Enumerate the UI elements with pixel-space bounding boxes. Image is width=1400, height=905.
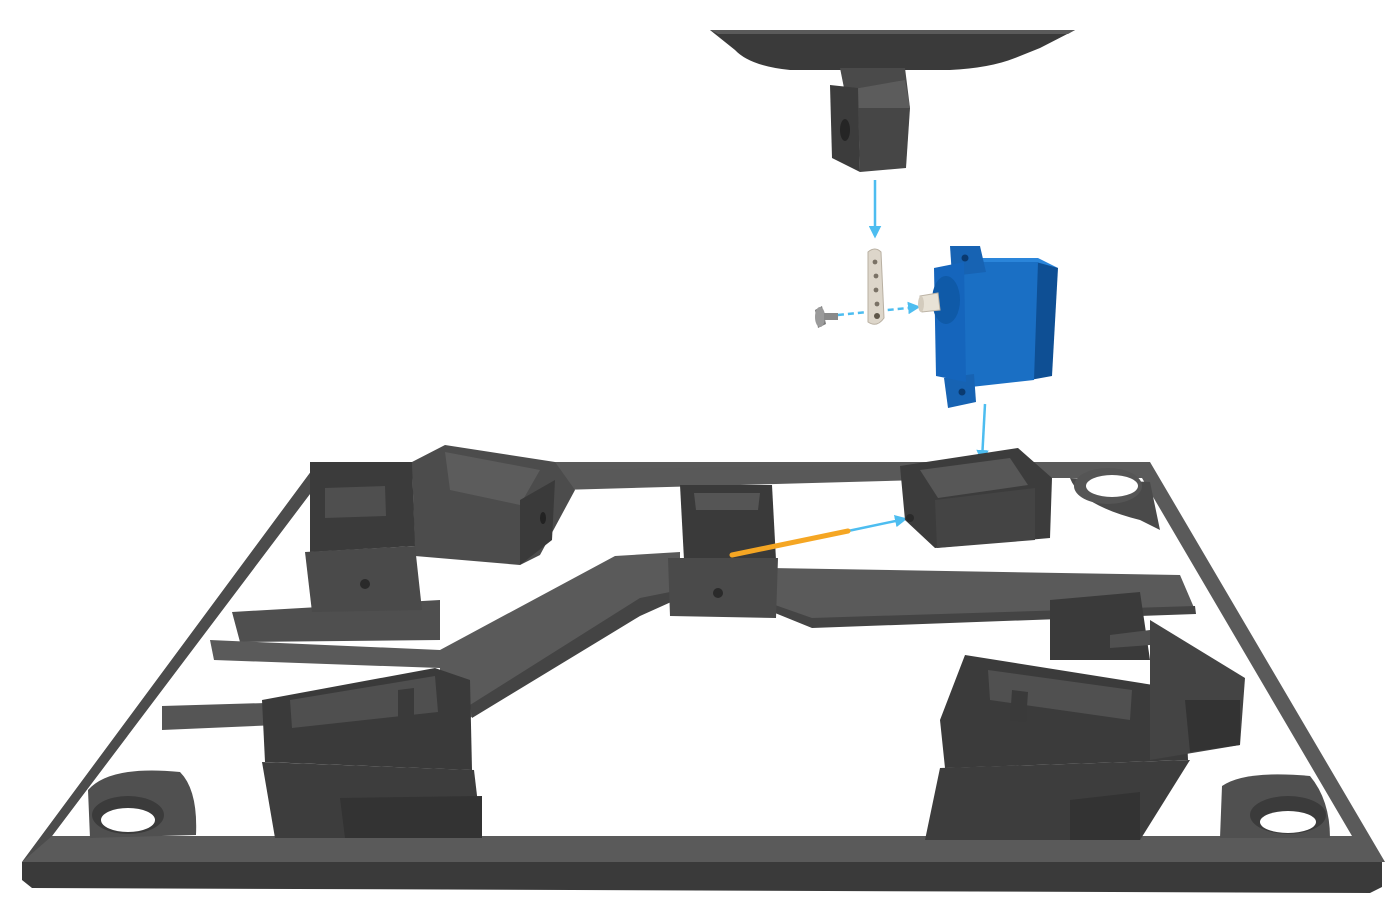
servo-mount-front-left [262, 668, 482, 838]
central-hub-hole [713, 588, 723, 598]
screw-head-face [815, 307, 825, 327]
central-hub [668, 485, 778, 618]
servo-gear-boss [932, 276, 960, 324]
servo-to-mount-arrow [976, 403, 989, 463]
base-frame-part [22, 445, 1385, 893]
frame-left-side [22, 462, 322, 862]
pin-to-hole-arrow [847, 514, 908, 533]
horn-screw-part [815, 306, 838, 328]
frame-front-edge [22, 862, 1382, 893]
hinge-pin-part [729, 528, 851, 558]
foot-pad-stem-bevel [848, 80, 910, 112]
corner-boss-front-right [1220, 774, 1330, 838]
servo-horn-part [867, 248, 885, 325]
foot-pad-part [710, 30, 1075, 172]
back-right-mount-hole [906, 514, 914, 522]
foot-pad-dish [710, 30, 1075, 70]
corner-boss-back-right [1070, 468, 1160, 530]
servo-front-face [960, 262, 1038, 388]
corner-boss-front-left [88, 770, 197, 838]
frame-back-crossbar [560, 464, 920, 490]
horn-arm [867, 248, 885, 325]
screw-shank [824, 313, 838, 320]
micro-servo-part [918, 246, 1058, 408]
servo-mount-back-left [305, 445, 575, 612]
foot-pad-stem-side [858, 108, 910, 172]
foot-pad-hole [840, 119, 850, 141]
frame-diagonal-spar-left [440, 552, 680, 718]
servo-mount-back-right [900, 448, 1052, 548]
servo-mount-front-right [925, 592, 1245, 840]
foot-pad-rim [710, 30, 1075, 34]
